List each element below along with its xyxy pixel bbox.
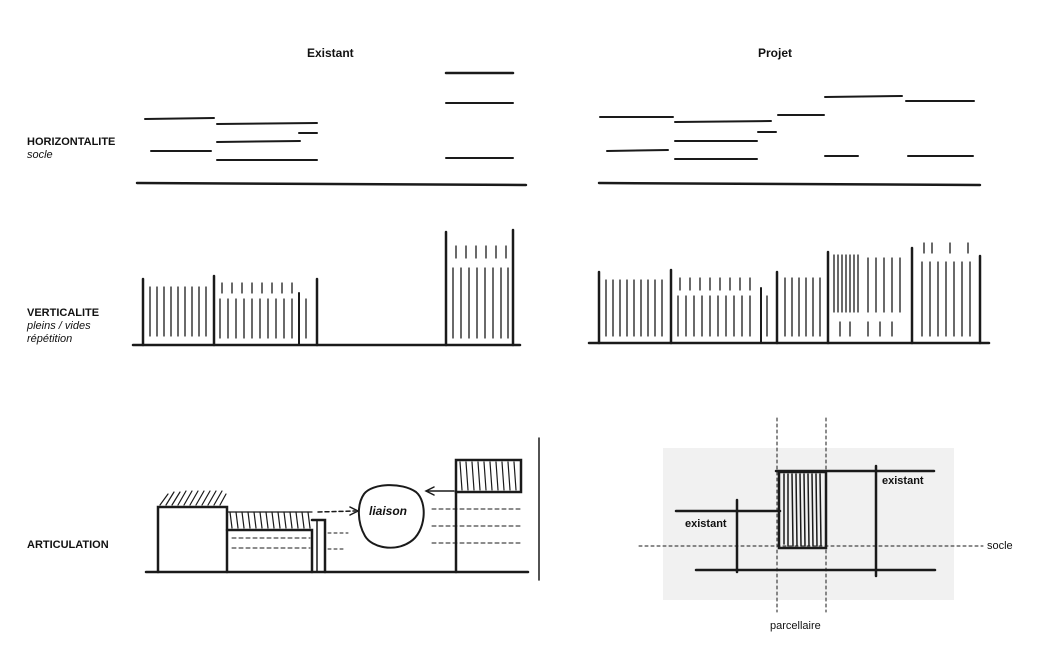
column-title-existant: Existant xyxy=(307,46,354,60)
existant-label-left: existant xyxy=(685,518,727,530)
socle-label: socle xyxy=(987,540,1013,552)
verticalite-existant-sketch xyxy=(131,228,522,347)
row-label-verticalite: VERTICALITE pleins / vides répétition xyxy=(27,307,99,346)
existant-label-right: existant xyxy=(882,475,924,487)
horizontalite-projet-sketch xyxy=(597,95,982,187)
verticalite-projet-sketch xyxy=(587,242,991,345)
row-subtitle-pleins-vides: pleins / vides xyxy=(27,320,91,332)
liaison-bubble-label: liaison xyxy=(369,504,408,518)
parcellaire-label: parcellaire xyxy=(770,620,821,632)
row-title-articulation: ARTICULATION xyxy=(27,539,109,551)
articulation-projet-sketch xyxy=(638,417,984,613)
articulation-existant-sketch xyxy=(144,437,540,581)
column-title-projet: Projet xyxy=(758,46,793,60)
row-subtitle-repetition: répétition xyxy=(27,333,73,345)
horizontalite-existant-sketch xyxy=(135,71,528,187)
row-label-articulation: ARTICULATION xyxy=(27,539,109,552)
row-subtitle-socle: socle xyxy=(27,149,53,161)
row-label-horizontalite: HORIZONTALITE socle xyxy=(27,136,115,162)
row-title-horizontalite: HORIZONTALITE xyxy=(27,136,116,148)
row-title-verticalite: VERTICALITE xyxy=(27,307,100,319)
